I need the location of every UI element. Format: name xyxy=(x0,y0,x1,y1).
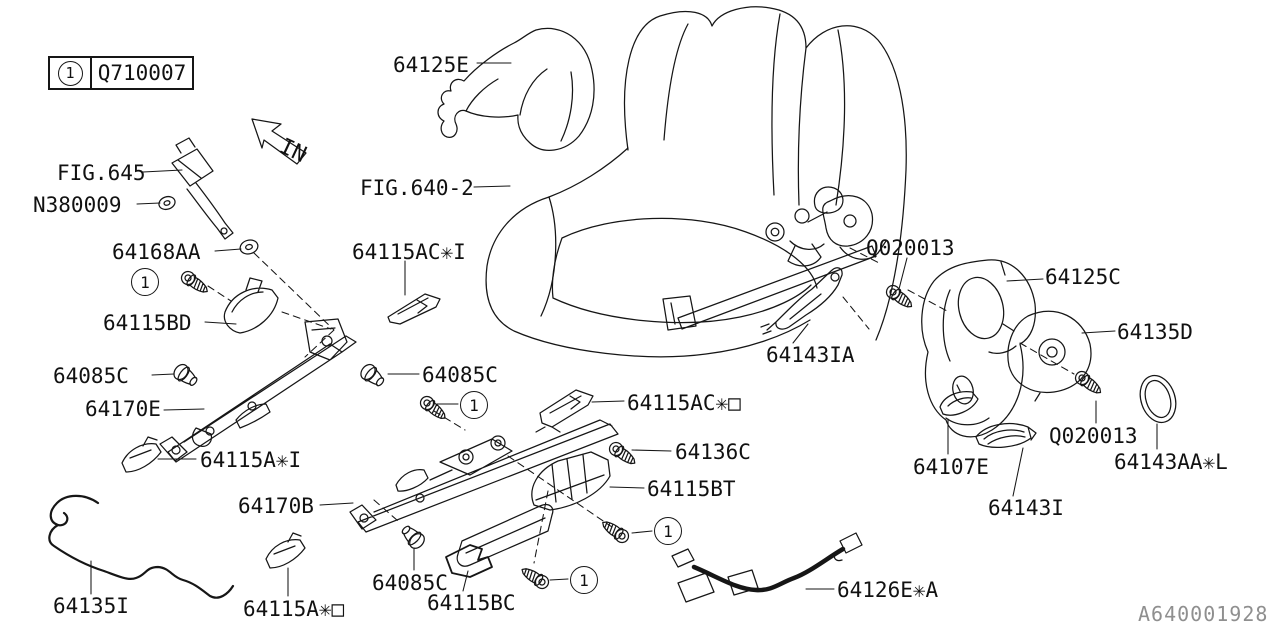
stopper-64085C-icon xyxy=(170,361,202,391)
clip-64115A-SQ-drawing xyxy=(265,532,306,569)
clip-64115AC-I-drawing xyxy=(387,293,441,325)
reference-key-cell: 1 xyxy=(50,58,92,88)
callout-1-badge: 1 xyxy=(654,517,682,545)
gasket-64143AA-L-drawing xyxy=(1139,374,1177,424)
part-label-N380009: N380009 xyxy=(33,193,122,217)
part-label-64135I: 64135I xyxy=(53,594,129,618)
label-leader-lines xyxy=(90,62,1158,597)
part-label-64115AC-I: 64115AC✳I xyxy=(352,240,466,264)
part-label-64143AA-L: 64143AA✳L xyxy=(1114,450,1228,474)
part-label-64115BC: 64115BC xyxy=(427,591,516,615)
part-label-64115A-SQ: 64115A✳□ xyxy=(243,597,345,621)
part-label-64143IA: 64143IA xyxy=(766,343,855,367)
callout-1-badge: 1 xyxy=(460,391,488,419)
wire-64135I-drawing xyxy=(48,494,235,599)
part-label-64136C: 64136C xyxy=(675,440,751,464)
part-label-Q020013: Q020013 xyxy=(866,236,955,260)
screw-icon xyxy=(1072,368,1106,399)
cover-64115BD-drawing xyxy=(223,277,279,334)
screw-icon xyxy=(417,393,450,424)
buckle-fig645-part xyxy=(158,137,259,255)
part-label-64085C: 64085C xyxy=(53,364,129,388)
part-label-64168AA: 64168AA xyxy=(112,240,201,264)
drawing-number: A640001928 xyxy=(1138,602,1269,626)
in-direction-arrow-icon xyxy=(251,118,307,165)
bracket-64143IA-drawing xyxy=(760,267,843,335)
pin-64136C-icon xyxy=(606,439,640,469)
part-label-64115AC-SQ: 64115AC✳□ xyxy=(627,391,741,415)
part-label-64125C: 64125C xyxy=(1045,265,1121,289)
callout-1-badge: 1 xyxy=(570,566,598,594)
stopper-64085C-icon xyxy=(357,361,388,391)
part-label-64125E: 64125E xyxy=(393,53,469,77)
part-label-64085C: 64085C xyxy=(422,363,498,387)
part-64125E-drawing xyxy=(437,27,595,151)
support-64115BT-drawing xyxy=(531,451,611,511)
part-label-64085C: 64085C xyxy=(372,571,448,595)
stopper-64085C-icon xyxy=(397,521,428,552)
part-label-64115BD: 64115BD xyxy=(103,311,192,335)
pad-64115BC-drawing xyxy=(445,503,554,578)
part-label-64107E: 64107E xyxy=(913,455,989,479)
screw-icon xyxy=(598,516,632,546)
seat-illustration-fig640-2 xyxy=(485,6,907,358)
clip-64115A-I-drawing xyxy=(121,436,162,473)
figure-ref-label-fig640-2: FIG.640-2 xyxy=(360,176,474,200)
reference-key-box: 1 Q710007 xyxy=(48,56,194,90)
part-label-64143I: 64143I xyxy=(988,496,1064,520)
cover-64107E-drawing xyxy=(939,384,979,416)
cover-64135D-drawing xyxy=(1002,310,1092,402)
reference-part-code: Q710007 xyxy=(97,61,187,85)
clip-64115AC-SQ-drawing xyxy=(535,389,594,433)
part-label-Q020013: Q020013 xyxy=(1049,424,1138,448)
callout-1-badge: 1 xyxy=(131,268,159,296)
harness-64126E-A-drawing xyxy=(671,532,863,603)
rail-lower-64170B-drawing xyxy=(349,419,619,533)
screw-icon xyxy=(518,563,552,592)
callout-1-badge: 1 xyxy=(57,60,83,86)
part-label-64170E: 64170E xyxy=(85,397,161,421)
construction-dashed-lines xyxy=(207,247,1075,564)
screw-icon xyxy=(178,268,212,298)
part-label-64126E-A: 64126E✳A xyxy=(837,578,939,602)
part-label-64115BT: 64115BT xyxy=(647,477,736,501)
part-label-64135D: 64135D xyxy=(1117,320,1193,344)
part-label-64170B: 64170B xyxy=(238,494,314,518)
figure-ref-label-fig645: FIG.645 xyxy=(57,161,146,185)
shield-64125C-drawing xyxy=(921,259,1037,438)
part-label-64115A-I: 64115A✳I xyxy=(200,448,302,472)
rail-upper-64170E-drawing xyxy=(159,318,357,463)
cover-64143I-drawing xyxy=(975,423,1037,448)
